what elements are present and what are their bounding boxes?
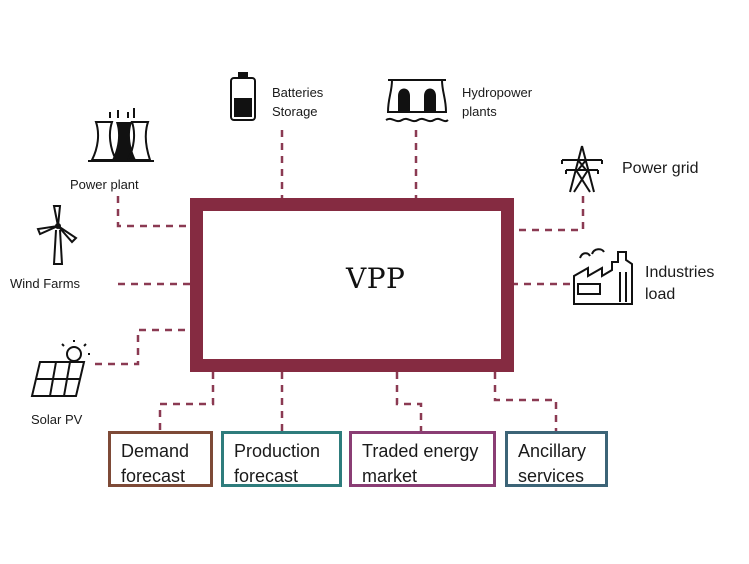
connectors (95, 130, 585, 431)
wind-turbine-icon (36, 205, 78, 265)
label-solar-pv: Solar PV (31, 412, 83, 427)
label-hydropower-plants: Hydropower plants (462, 85, 533, 119)
label-wind-farms: Wind Farms (10, 276, 81, 291)
connector-traded (395, 372, 423, 431)
connector-solar-pv (95, 328, 190, 366)
label-power-grid: Power grid (622, 160, 699, 177)
label-industries-load: Industries load (645, 264, 715, 303)
traded-energy-market-box: Traded energy market (349, 431, 496, 487)
transmission-tower-icon (561, 145, 603, 193)
battery-icon (230, 72, 256, 121)
factory-icon (573, 248, 633, 305)
connector-ancillary (493, 372, 558, 431)
connector-power-grid (514, 196, 585, 232)
label-batteries-storage: Batteries Storage (272, 85, 324, 119)
label-power-plant: Power plant (70, 177, 139, 192)
demand-forecast-box: Demand forecast (108, 431, 213, 487)
ancillary-services-box: Ancillary services (505, 431, 608, 487)
cooling-tower-icon (88, 108, 154, 162)
production-forecast-box: Production forecast (221, 431, 342, 487)
vpp-title: VPP (346, 262, 406, 295)
vpp-box (190, 198, 514, 372)
solar-panel-icon (30, 340, 90, 397)
connector-demand (158, 372, 215, 431)
dam-icon (385, 79, 449, 123)
connector-power-plant (116, 196, 190, 228)
